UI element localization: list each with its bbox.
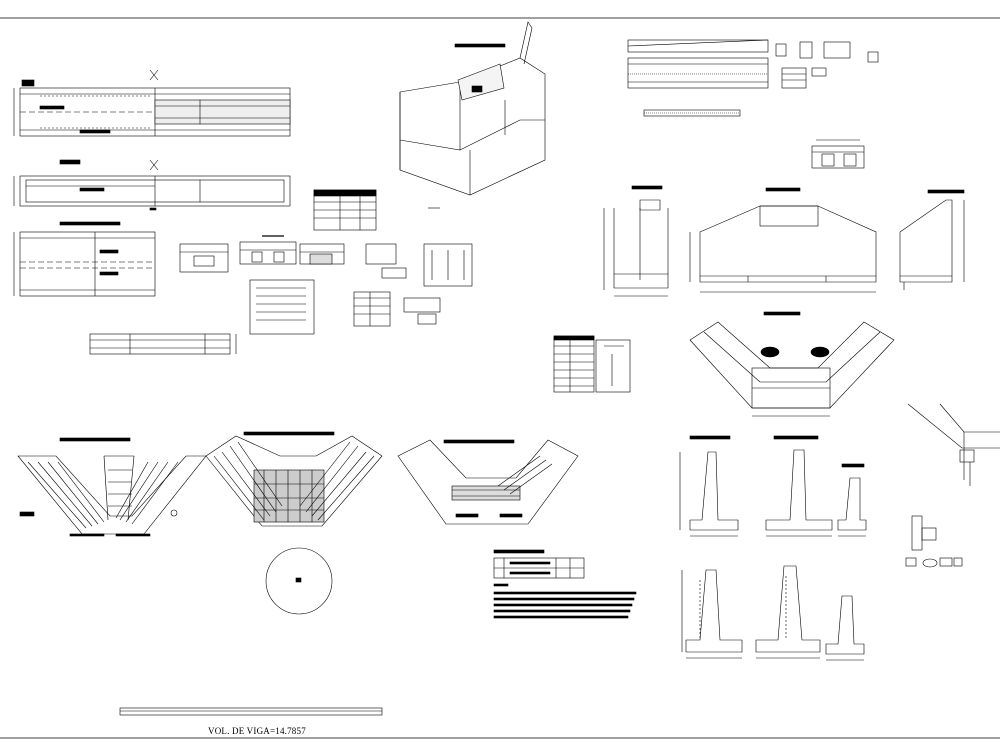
deck-cross-section [811, 139, 865, 169]
wingwall-plan-2 [205, 431, 383, 527]
abutment-section-a [603, 185, 669, 297]
general-notes [493, 549, 637, 619]
cross-sections [179, 235, 345, 273]
beam-elevation [89, 333, 237, 355]
abutment-plan-view [689, 311, 895, 417]
wingwall-plan-3 [397, 439, 579, 525]
wall-section-6 [825, 595, 865, 661]
sheet-border [0, 17, 1000, 739]
rebar-detail-box [249, 279, 315, 335]
quantity-table-2 [353, 291, 391, 327]
wall-section-5 [755, 565, 821, 659]
beam-profile-group [627, 39, 879, 117]
deck-plan-view-2 [13, 159, 291, 211]
quantity-table-1 [313, 189, 377, 231]
beam-volume-caption: VOL. DE VIGA=14.7857 [208, 726, 306, 736]
abutment-side-elevation [899, 189, 965, 290]
deck-plan-view-3 [13, 221, 156, 297]
circular-pile-section [265, 547, 333, 615]
rebar-shapes [365, 243, 473, 325]
wingwall-plan-1 [17, 437, 207, 537]
beam-strip [119, 707, 383, 716]
abutment-front-elevation [689, 187, 877, 293]
isometric-abutment-view [399, 21, 546, 209]
wall-section-4 [681, 569, 743, 659]
quantity-table-3 [553, 335, 631, 393]
joint-detail [905, 403, 1000, 568]
wall-section-3 [837, 463, 867, 537]
deck-plan-view-1 [13, 69, 291, 137]
wall-section-2 [765, 435, 833, 537]
wall-section-1 [679, 435, 739, 537]
